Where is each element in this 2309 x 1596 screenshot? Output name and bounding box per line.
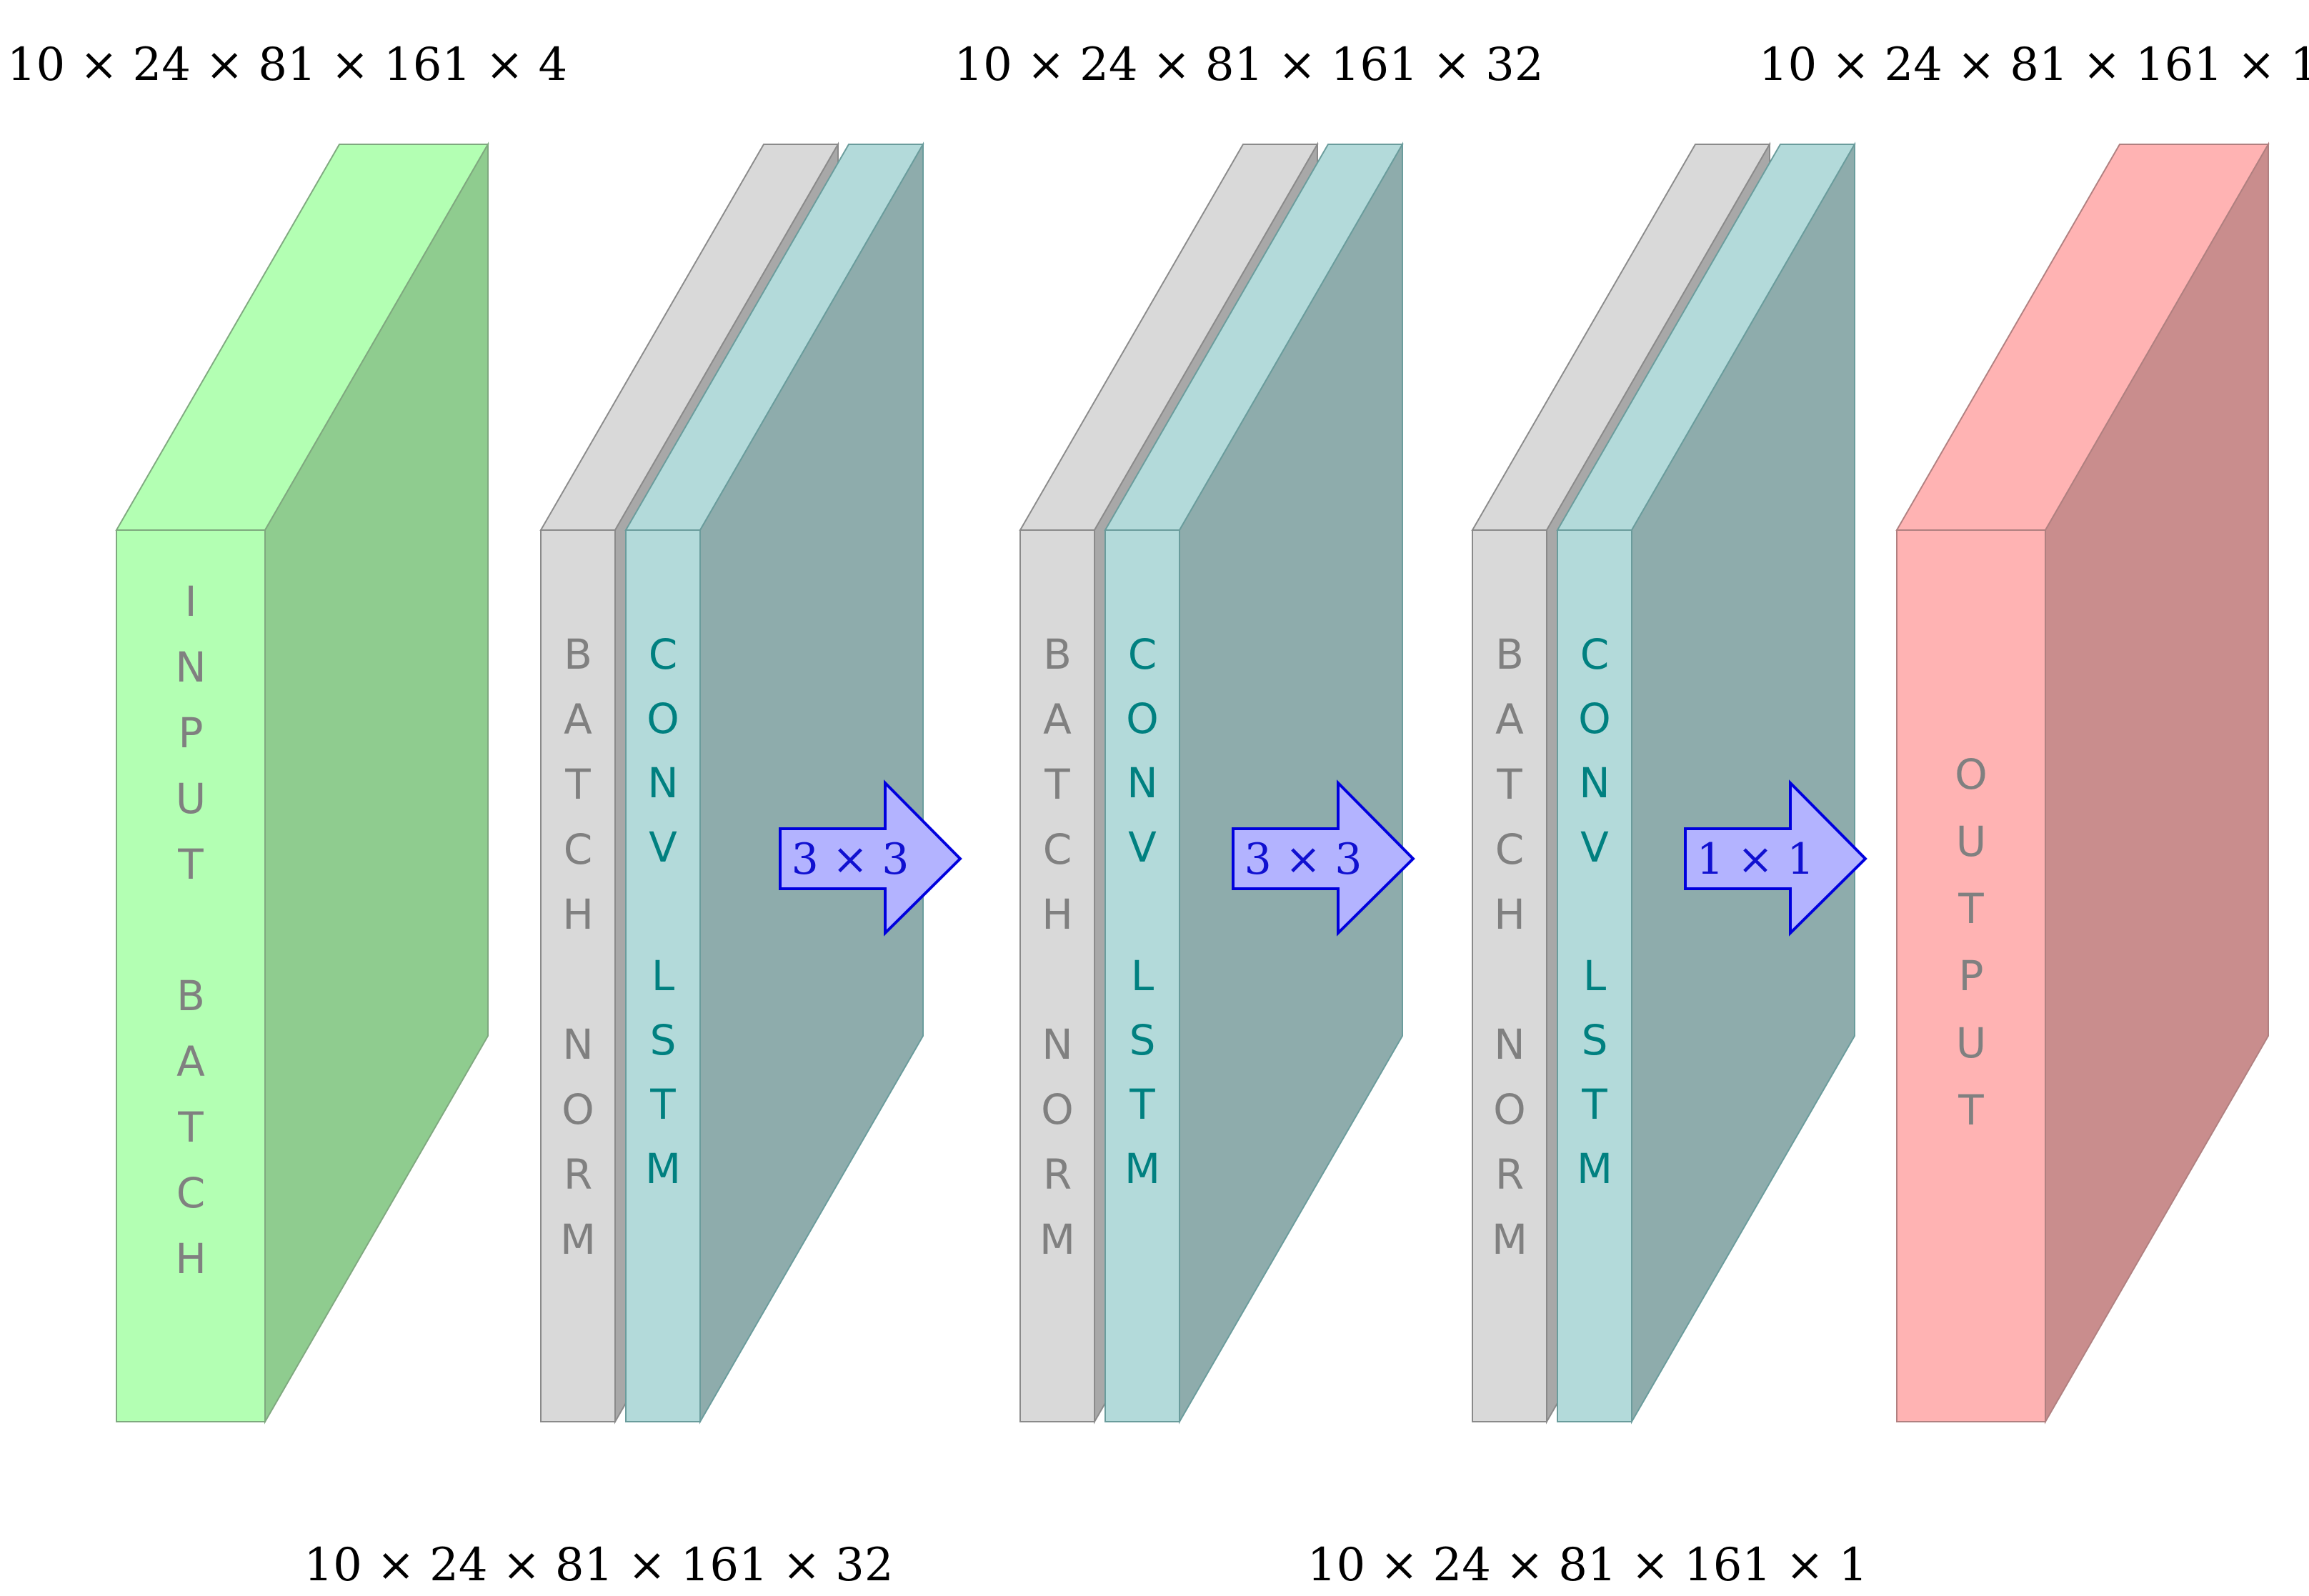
arrow-kernel-1-shape bbox=[779, 779, 962, 937]
input-batch-label-letter: H bbox=[175, 1235, 206, 1283]
layer-3-conv-lstm-label-letter: T bbox=[1581, 1080, 1607, 1129]
input-batch-block-front-face bbox=[116, 529, 266, 1422]
layer-3-conv-lstm-label-letter: M bbox=[1577, 1144, 1612, 1193]
layer-1-conv-lstm-label-letter: S bbox=[650, 1016, 677, 1064]
layer-2-batch-norm-label-letter: N bbox=[1042, 1020, 1072, 1069]
layer-1-conv-lstm-block-front-face bbox=[625, 529, 701, 1422]
layer-2-batch-norm-label-letter: C bbox=[1043, 825, 1072, 874]
arrow-kernel-3-label: 1 × 1 bbox=[1697, 834, 1815, 884]
layer-3-batch-norm-label-letter: B bbox=[1495, 630, 1524, 679]
input-batch-label-letter: U bbox=[176, 774, 206, 823]
layer-2-conv-lstm-label-letter: C bbox=[1128, 630, 1157, 679]
layer-3-batch-norm-block-front-face bbox=[1472, 529, 1547, 1422]
input-batch-label-letter: I bbox=[184, 577, 196, 626]
layer-1-batch-norm-label-letter: A bbox=[564, 695, 592, 744]
layer-1-conv-lstm-label-letter: O bbox=[647, 694, 679, 743]
dim-label-layer-3: 10 × 24 × 81 × 161 × 1 bbox=[1759, 39, 2309, 91]
layer-1-batch-norm-label-letter: C bbox=[564, 825, 593, 874]
layer-1-conv-lstm-label-letter: V bbox=[649, 823, 677, 872]
dim-label-output: 10 × 24 × 81 × 161 × 1 bbox=[1307, 1539, 1867, 1592]
output-block bbox=[1895, 141, 2270, 1425]
layer-2-conv-lstm-label-letter: S bbox=[1129, 1016, 1156, 1064]
arrow-kernel-2-label: 3 × 3 bbox=[1245, 834, 1362, 884]
arrow-kernel-3-shape bbox=[1684, 779, 1867, 937]
layer-2-conv-lstm-label-letter: T bbox=[1129, 1080, 1155, 1129]
layer-1-batch-norm-label-letter: H bbox=[562, 890, 594, 939]
layer-3-batch-norm-label-letter: O bbox=[1493, 1085, 1526, 1134]
layer-3-conv-lstm-label-letter: V bbox=[1580, 823, 1609, 872]
arrow-kernel-2: 3 × 3 bbox=[1232, 779, 1415, 937]
output-label-letter: U bbox=[1956, 817, 1986, 866]
layer-1-conv-lstm-label-letter: M bbox=[645, 1144, 681, 1193]
layer-1-batch-norm-label-letter: R bbox=[564, 1150, 592, 1199]
output-label-letter: U bbox=[1956, 1019, 1986, 1067]
layer-2-batch-norm-label-letter: B bbox=[1043, 630, 1072, 679]
layer-2-batch-norm-label-letter: H bbox=[1042, 890, 1073, 939]
layer-2-batch-norm-block-front-face bbox=[1019, 529, 1095, 1422]
layer-3-batch-norm-label-letter: M bbox=[1492, 1215, 1527, 1264]
layer-2-conv-lstm-label-letter: O bbox=[1126, 694, 1159, 743]
layer-2-conv-lstm-label-letter: N bbox=[1127, 759, 1157, 807]
arrow-kernel-1: 3 × 3 bbox=[779, 779, 962, 937]
output-label-letter: O bbox=[1955, 750, 1988, 799]
layer-2-batch-norm-label-letter: A bbox=[1043, 695, 1072, 744]
input-batch-label-letter: T bbox=[177, 840, 204, 889]
layer-3-batch-norm-label-letter: H bbox=[1494, 890, 1525, 939]
layer-3-conv-lstm-label-letter: O bbox=[1578, 694, 1611, 743]
layer-1-conv-lstm-label-letter: T bbox=[649, 1080, 676, 1129]
layer-2-batch-norm-label-letter: R bbox=[1043, 1150, 1072, 1199]
layer-3-conv-lstm-label-letter: L bbox=[1583, 952, 1606, 1000]
layer-1-batch-norm-label-letter: M bbox=[560, 1215, 596, 1264]
output-block-front-face bbox=[1896, 529, 2046, 1422]
layer-3-batch-norm-label-letter: T bbox=[1496, 760, 1522, 809]
layer-2-conv-lstm-label-letter: M bbox=[1124, 1144, 1160, 1193]
layer-3-conv-lstm-block bbox=[1556, 141, 1856, 1425]
layer-3-batch-norm-label-letter: A bbox=[1495, 695, 1524, 744]
layer-3-batch-norm-label-letter: C bbox=[1495, 825, 1525, 874]
dim-label-input: 10 × 24 × 81 × 161 × 4 bbox=[7, 39, 567, 91]
output-label-letter: T bbox=[1958, 1086, 1984, 1134]
layer-1-conv-lstm-label-letter: C bbox=[649, 630, 678, 679]
layer-1-conv-lstm-block bbox=[624, 141, 924, 1425]
layer-2-conv-lstm-label-letter: L bbox=[1131, 952, 1154, 1000]
layer-1-batch-norm-block-front-face bbox=[540, 529, 616, 1422]
layer-1-batch-norm-label-letter: N bbox=[562, 1020, 593, 1069]
arrow-kernel-3: 1 × 1 bbox=[1684, 779, 1867, 937]
layer-blocks: INPUTBATCHBATCHNORMCONVLSTMBATCHNORMCONV… bbox=[115, 141, 2270, 1425]
layer-2-conv-lstm-label-letter: V bbox=[1128, 823, 1157, 872]
input-batch-label-letter: P bbox=[179, 709, 204, 757]
dim-label-layer-1: 10 × 24 × 81 × 161 × 32 bbox=[954, 39, 1543, 91]
layer-3-conv-lstm-label-letter: S bbox=[1582, 1016, 1608, 1064]
layer-3-batch-norm-label-letter: N bbox=[1494, 1020, 1525, 1069]
layer-2-batch-norm-label-letter: O bbox=[1041, 1085, 1074, 1134]
input-batch-label-letter: C bbox=[176, 1169, 206, 1217]
input-batch-label-letter: T bbox=[177, 1103, 204, 1152]
output-label-letter: P bbox=[1959, 952, 1984, 1000]
layer-3-conv-lstm-label-letter: N bbox=[1579, 759, 1610, 807]
layer-3-conv-lstm-block-front-face bbox=[1557, 529, 1632, 1422]
arrow-kernel-1-label: 3 × 3 bbox=[792, 834, 909, 884]
input-batch-label-letter: B bbox=[176, 972, 205, 1020]
layer-1-batch-norm-label-letter: B bbox=[564, 630, 592, 679]
layer-2-batch-norm-label-letter: M bbox=[1039, 1215, 1075, 1264]
input-batch-block bbox=[115, 141, 489, 1425]
layer-1-conv-lstm-label-letter: L bbox=[652, 952, 674, 1000]
conv-arrows: 3 × 3 3 × 3 1 × 1 bbox=[779, 779, 1867, 937]
layer-1-conv-lstm-label-letter: N bbox=[647, 759, 678, 807]
arrow-kernel-2-shape bbox=[1232, 779, 1415, 937]
layer-2-conv-lstm-block-front-face bbox=[1104, 529, 1180, 1422]
output-label-letter: T bbox=[1958, 884, 1984, 933]
input-batch-label-letter: N bbox=[175, 643, 206, 692]
layer-2-batch-norm-label-letter: T bbox=[1044, 760, 1070, 809]
layer-2-conv-lstm-block bbox=[1104, 141, 1404, 1425]
layer-1-batch-norm-label-letter: O bbox=[562, 1085, 594, 1134]
layer-1-batch-norm-label-letter: T bbox=[564, 760, 591, 809]
layer-3-batch-norm-label-letter: R bbox=[1495, 1150, 1524, 1199]
dim-label-layer-2: 10 × 24 × 81 × 161 × 32 bbox=[304, 1539, 893, 1592]
input-batch-label-letter: A bbox=[176, 1037, 205, 1086]
layer-3-conv-lstm-label-letter: C bbox=[1580, 630, 1610, 679]
